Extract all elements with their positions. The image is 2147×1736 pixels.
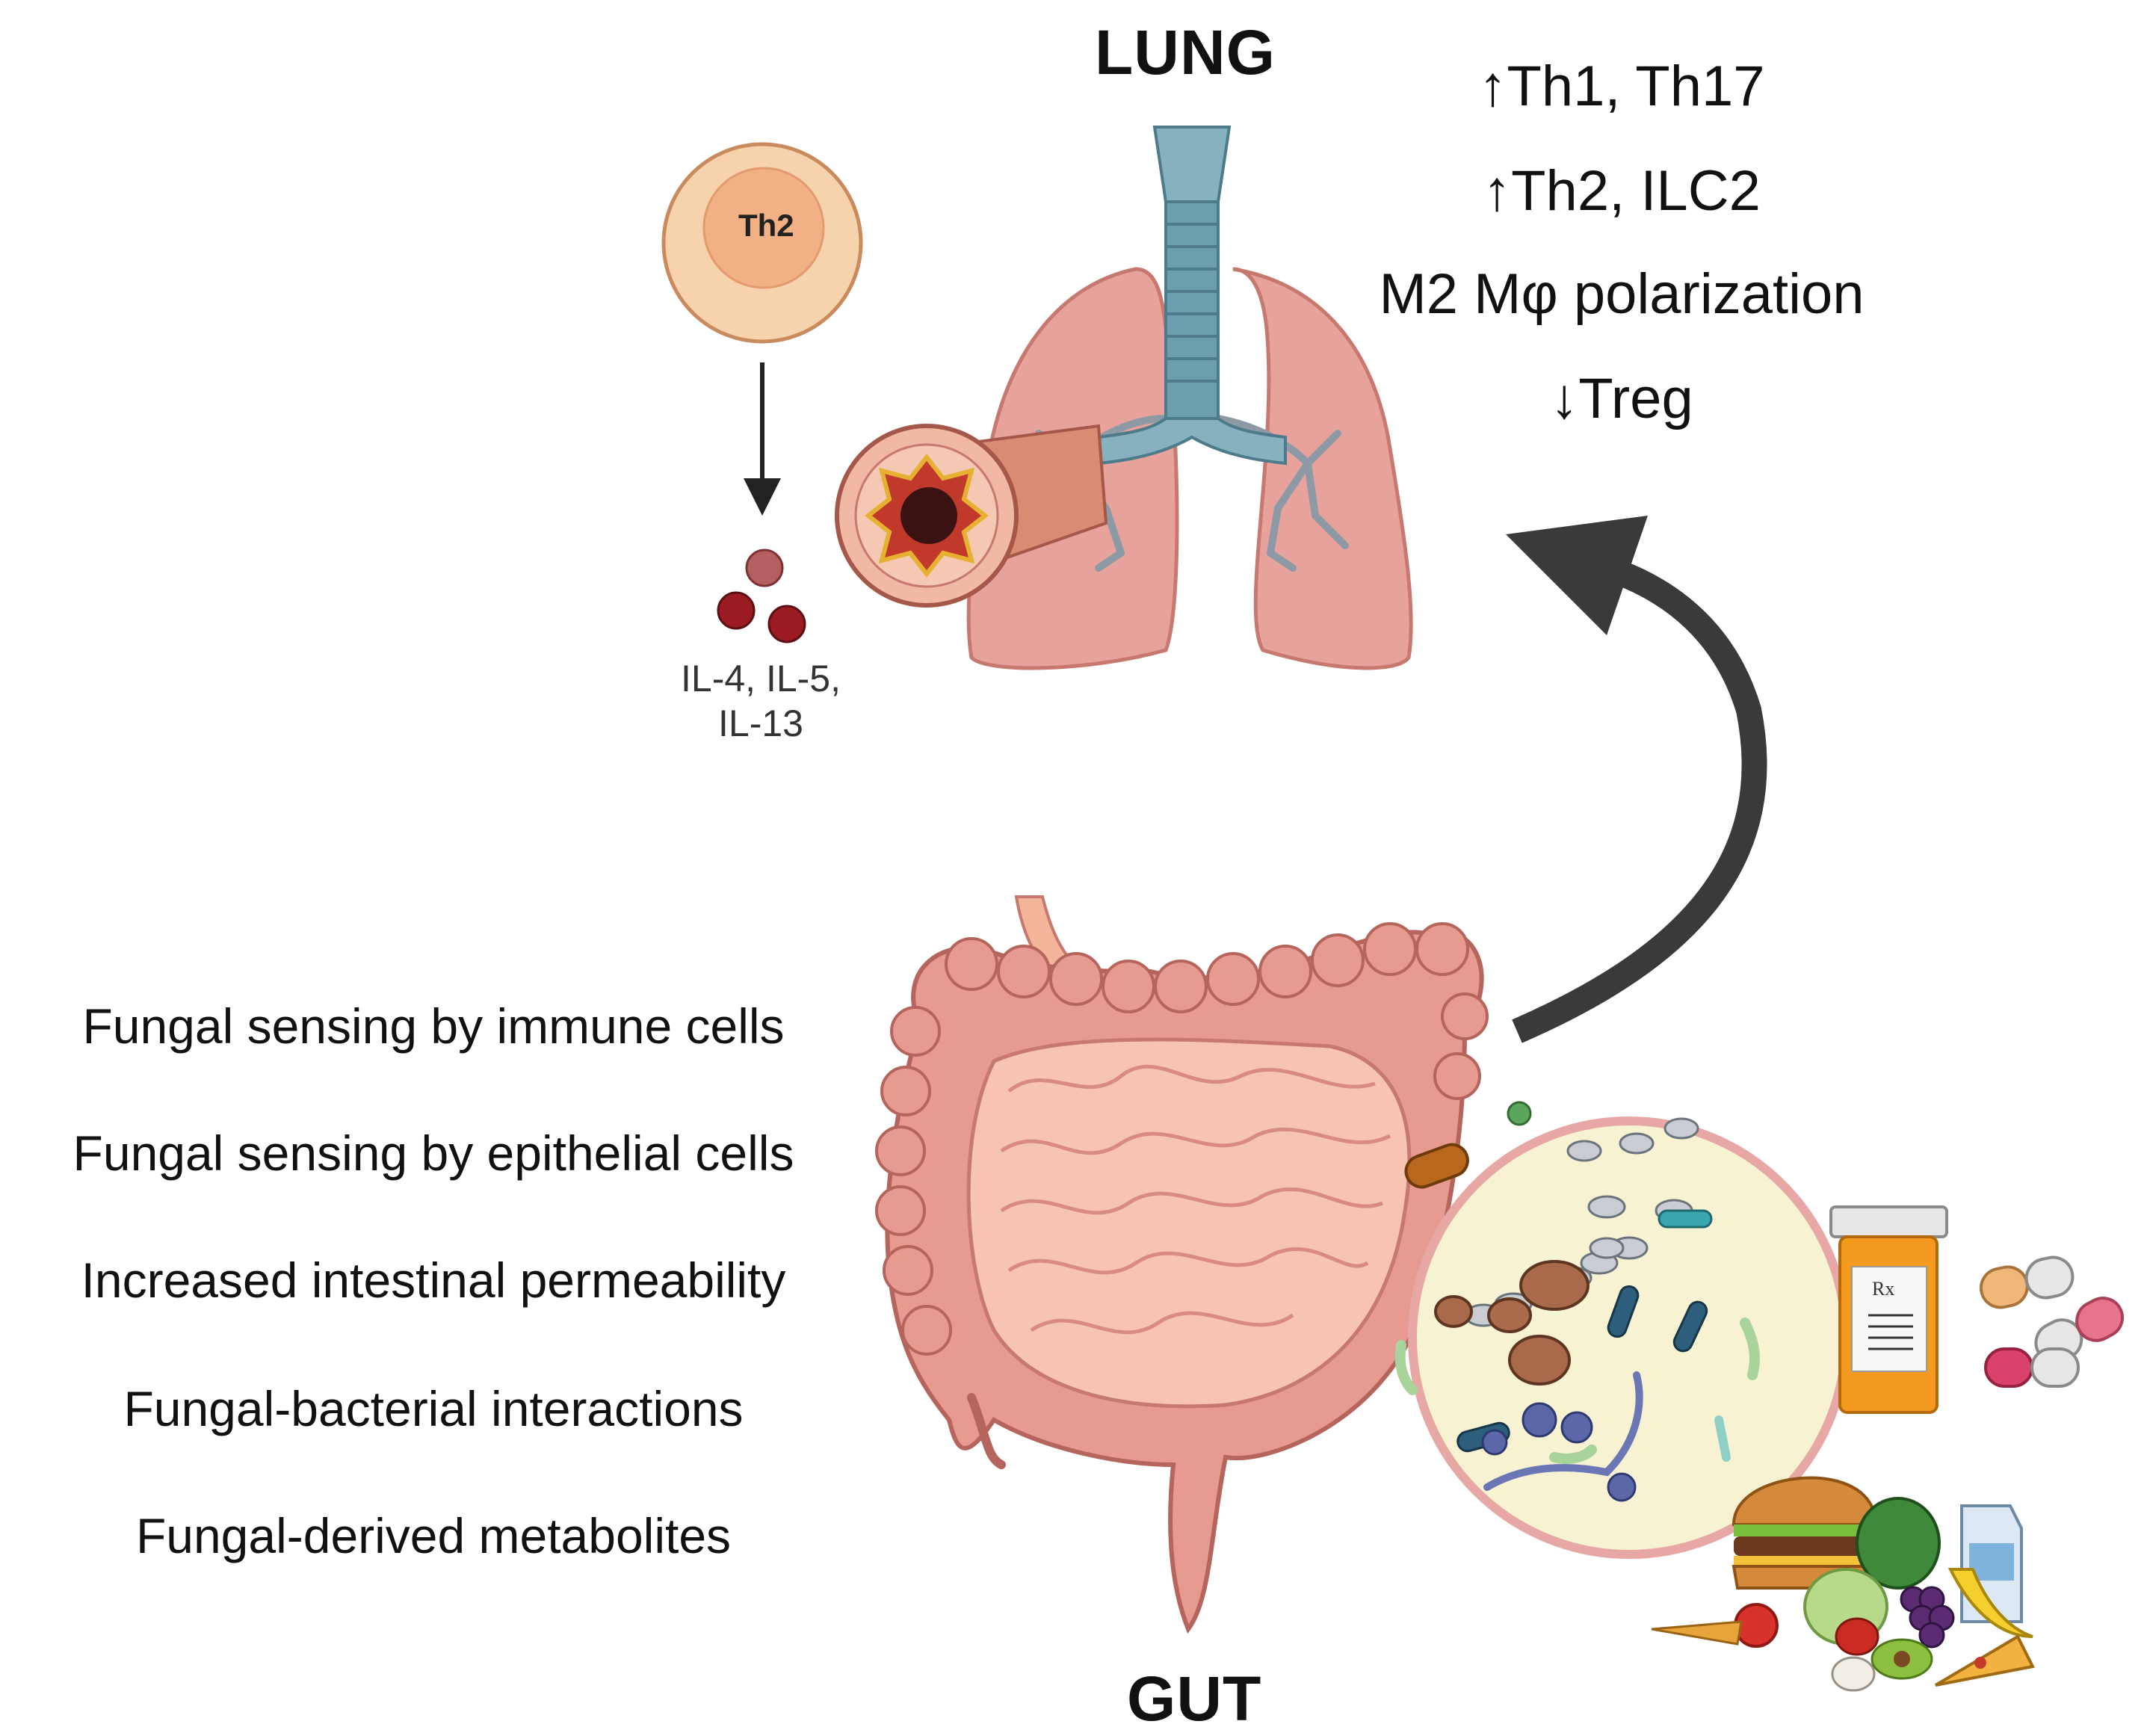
lung-response-th1-th17: ↑Th1, Th17 (1478, 55, 1765, 118)
trachea-icon (1097, 126, 1287, 466)
food-icon (1651, 1476, 2035, 1692)
gut-mechanism-immune: Fungal sensing by immune cells (82, 998, 785, 1054)
curved-arrow-icon (1506, 516, 1767, 1043)
microbiome-icon (1394, 1101, 1850, 1559)
th2-cell-label: Th2 (738, 208, 794, 243)
lung-response-m2-polarization: M2 Mφ polarization (1379, 262, 1865, 326)
lung-response-th2-ilc2: ↑Th2, ILC2 (1483, 159, 1761, 223)
cytokines-label-line1: IL-4, IL-5, (681, 658, 841, 699)
gut-mechanism-permeability: Increased intestinal permeability (81, 1252, 786, 1308)
cytokine-icon (717, 549, 806, 643)
intestine-icon (875, 895, 1489, 1634)
cytokines-label-line2: IL-13 (718, 702, 803, 744)
airway-crosssection-icon (835, 424, 1108, 608)
capsule-icon (1979, 1255, 2125, 1388)
gut-title: GUT (1127, 1664, 1262, 1734)
gut-mechanism-metabolites: Fungal-derived metabolites (135, 1508, 732, 1563)
th2-secretion-arrow (744, 362, 781, 516)
lung-response-treg: ↓Treg (1550, 367, 1693, 430)
pill-bottle-icon (1829, 1205, 1948, 1414)
gut-mechanism-interactions: Fungal-bacterial interactions (123, 1381, 744, 1436)
th2-cell-icon (661, 142, 863, 344)
gut-mechanism-epithelial: Fungal sensing by epithelial cells (72, 1125, 794, 1181)
lung-title: LUNG (1095, 17, 1276, 87)
rx-label: Rx (1872, 1278, 1895, 1300)
